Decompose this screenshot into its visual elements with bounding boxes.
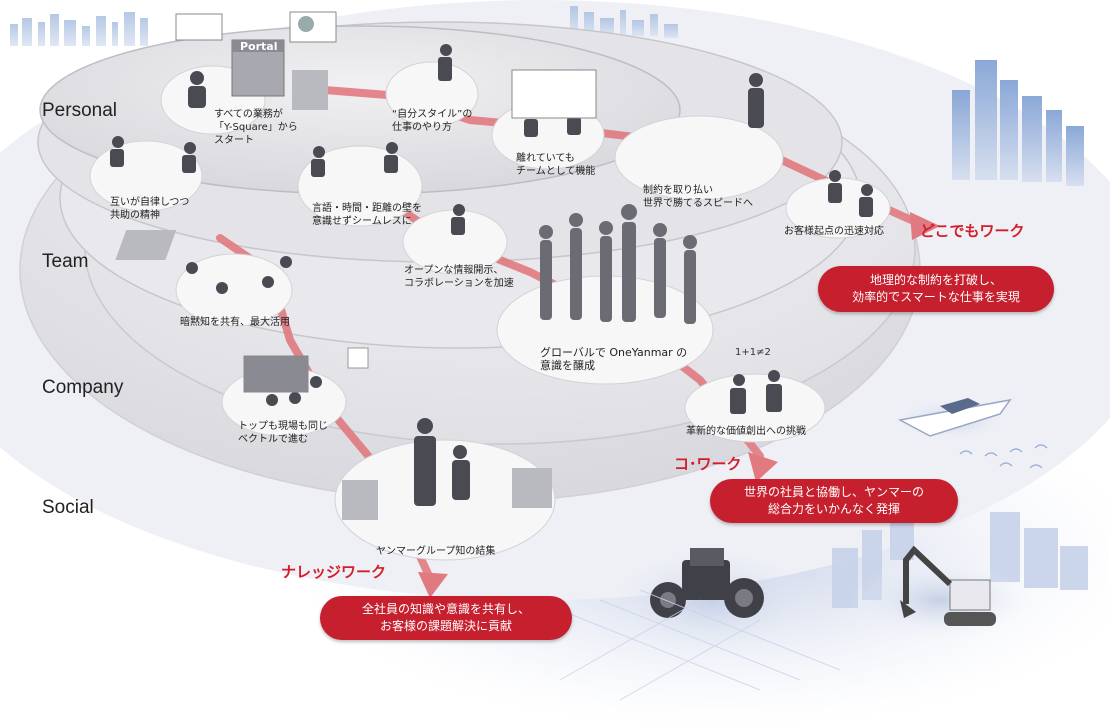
caption-innovation: 革新的な価値創出への挑戦 — [686, 426, 806, 437]
caption-one-yanmar: グローバルで OneYanmar の 意識を醸成 — [540, 346, 688, 372]
caption-customer: お客様起点の迅速対応 — [784, 226, 884, 237]
caption-mutual-support: 互いが自律しつつ 共助の精神 — [110, 197, 190, 221]
arrow-head-icon — [418, 212, 940, 598]
city-skyline-icon — [10, 6, 678, 46]
level-label-team: Team — [42, 251, 89, 272]
caption-jibun-style: “自分スタイル”の 仕事のやり方 — [392, 109, 473, 133]
caption-same-vector: トップも現場も同じ ベクトルで進む — [238, 421, 328, 445]
caption-y-square: すべての業務が 「Y-Square」から スタート — [214, 109, 298, 146]
dokodemo-work-title: どこでもワーク — [920, 222, 1025, 240]
level-label-social: Social — [42, 497, 94, 518]
knowledge-work-description: 全社員の知識や意識を共有し、 お客様の課題解決に貢献 — [320, 596, 572, 640]
equation-badge: 1+1≠2 — [735, 347, 771, 358]
caption-speed: 制約を取り払い 世界で勝てるスピードへ — [643, 185, 753, 209]
caption-open-collab: オープンな情報開示、 コラボレーションを加速 — [404, 265, 514, 289]
level-label-personal: Personal — [42, 100, 117, 121]
portal-label: Portal — [240, 40, 278, 53]
caption-seamless: 言語・時間・距離の壁を 意識せずシームレスに — [312, 203, 422, 227]
co-work-title: コ･ワーク — [674, 455, 742, 473]
dokodemo-work-description: 地理的な制約を打破し、 効率的でスマートな仕事を実現 — [818, 266, 1054, 312]
level-label-company: Company — [42, 377, 124, 398]
portal-screen-icon — [231, 39, 285, 97]
people-icon — [110, 44, 873, 506]
caption-team-remote: 離れていても チームとして機能 — [516, 153, 596, 177]
knowledge-work-title: ナレッジワーク — [281, 563, 387, 581]
caption-group-knowledge: ヤンマーグループ知の結集 — [376, 546, 496, 557]
caption-tacit-knowledge: 暗黙知を共有、最大活用 — [180, 317, 290, 328]
co-work-description: 世界の社員と協働し、ヤンマーの 総合力をいかんなく発揮 — [710, 479, 958, 523]
excavator-icon — [900, 545, 996, 626]
speedboat-icon — [897, 398, 1012, 437]
tractor-icon — [650, 548, 764, 618]
